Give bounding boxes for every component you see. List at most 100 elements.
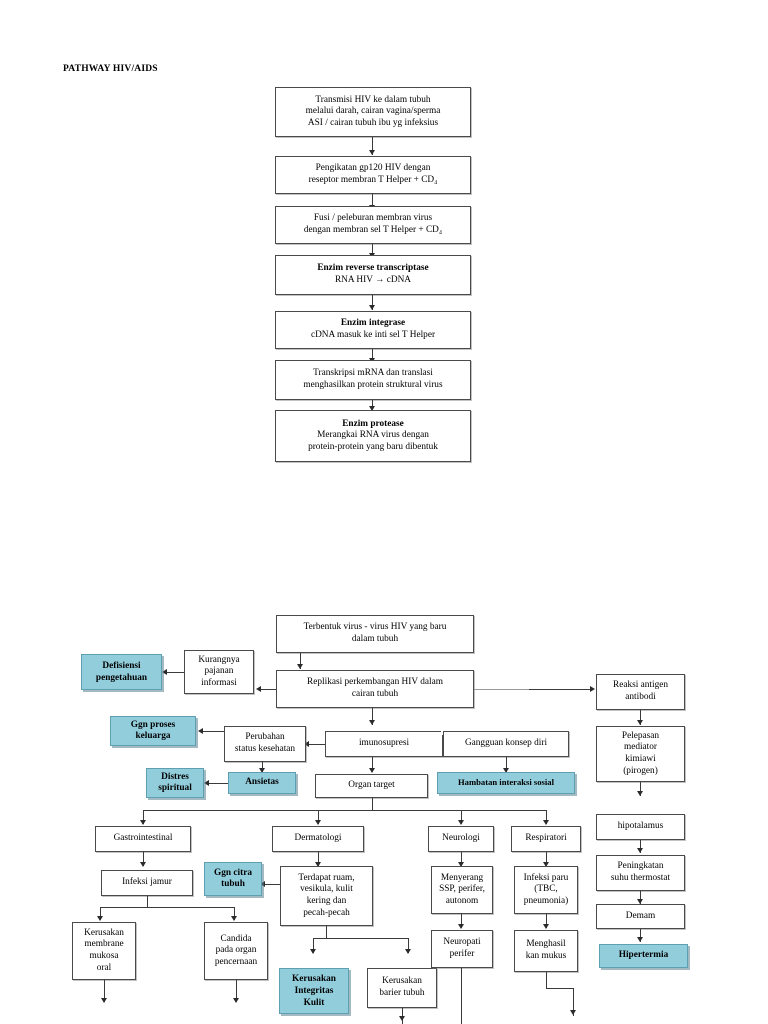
arrowhead xyxy=(369,150,375,155)
node-line: Infeksi paru xyxy=(523,872,569,883)
connector xyxy=(208,783,228,784)
node-line: cDNA masuk ke inti sel T Helper xyxy=(310,330,436,340)
arrowhead xyxy=(458,820,464,825)
node-line: Defisiensi xyxy=(102,661,141,671)
node-line: Ggn citra xyxy=(214,867,252,878)
arrowhead xyxy=(97,916,103,921)
node-line: Distres xyxy=(161,771,189,782)
node-pelepasan-mediator: Pelepasan mediator kimiawi (pirogen) xyxy=(596,726,685,782)
arrowhead xyxy=(140,862,146,867)
connector xyxy=(318,810,319,824)
node-line: Hambatan interaksi sosial xyxy=(458,777,554,788)
node-line: Fusi / peleburan membran virus xyxy=(313,213,433,224)
node-reverse-transcriptase: Enzim reverse transcriptase RNA HIV → cD… xyxy=(275,255,471,295)
node-line: dalam tubuh xyxy=(351,634,399,644)
node-line: oral xyxy=(96,962,112,973)
node-line: Dermatologi xyxy=(294,833,342,844)
arrowhead xyxy=(315,820,321,825)
node-ggn-citra-tubuh: Ggn citra tubuh xyxy=(204,862,262,896)
connector-open xyxy=(573,988,574,1016)
node-line: hipotalamus xyxy=(617,821,664,832)
connector xyxy=(260,689,276,690)
node-line: kering dan xyxy=(306,896,347,906)
node-line: Demam xyxy=(625,910,656,921)
node-line: melalui darah, cairan vagina/sperma xyxy=(305,106,441,117)
node-fusi: Fusi / peleburan membran virus dengan me… xyxy=(275,206,471,244)
node-neuropati-perifer: Neuropati perifer xyxy=(431,930,493,968)
node-line: autonom xyxy=(445,895,479,906)
connector xyxy=(166,672,184,673)
node-line: Kerusakan xyxy=(84,927,124,938)
arrowhead xyxy=(256,686,261,692)
connector xyxy=(372,194,373,210)
arrowhead xyxy=(637,899,643,904)
node-line: Gangguan konsep diri xyxy=(464,738,548,749)
connector xyxy=(264,884,280,885)
connector xyxy=(461,852,462,866)
connector-open xyxy=(461,968,462,1024)
node-line: Pengikatan gp120 HIV dengan xyxy=(315,163,431,174)
node-kerusakan-integritas-kulit: Kerusakan Integritas Kulit xyxy=(279,968,349,1014)
node-protease: Enzim protease Merangkai RNA virus denga… xyxy=(275,410,471,462)
connector xyxy=(234,907,235,920)
node-ggn-proses-keluarga: Ggn proses keluarga xyxy=(110,716,196,746)
connector xyxy=(474,689,529,690)
node-hipertermia: Hipertermia xyxy=(599,944,688,968)
node-kerusakan-membrane-mukosa-oral: Kerusakan membrane mukosa oral xyxy=(72,922,136,980)
node-line: Integritas xyxy=(294,986,334,996)
node-line: Menghasil xyxy=(526,939,566,950)
node-heading: Enzim protease xyxy=(342,418,404,429)
connector xyxy=(640,710,641,725)
node-line: Organ target xyxy=(348,780,395,791)
node-line: pengetahuan xyxy=(95,673,148,683)
arrowhead xyxy=(297,664,303,669)
connector xyxy=(313,938,314,953)
arrowhead xyxy=(260,881,265,887)
node-imunosupresi: imunosupresi xyxy=(325,731,443,757)
node-line: protein-protein yang baru dibentuk xyxy=(308,441,438,452)
arrowhead xyxy=(543,862,549,867)
node-line: antibodi xyxy=(625,692,656,702)
arrowhead xyxy=(162,669,167,675)
arrowhead xyxy=(231,916,237,921)
arrowhead xyxy=(503,768,509,773)
node-pengikatan: Pengikatan gp120 HIV dengan reseptor mem… xyxy=(275,156,471,194)
node-heading: Enzim reverse transcriptase xyxy=(317,263,429,274)
arrowhead xyxy=(369,720,375,725)
node-gangguan-konsep-diri: Gangguan konsep diri xyxy=(443,731,569,757)
arrowhead xyxy=(543,924,549,929)
connector xyxy=(372,757,373,772)
node-respiratori: Respiratori xyxy=(511,826,581,852)
node-line: Menyerang xyxy=(440,872,484,883)
node-line: Terbentuk virus - virus HIV yang baru xyxy=(303,622,447,633)
connector xyxy=(461,914,462,928)
connector-open xyxy=(236,980,237,1002)
node-terbentuk-virus: Terbentuk virus - virus HIV yang baru da… xyxy=(276,615,474,653)
node-line: SSP, perifer, xyxy=(439,884,485,895)
node-line: barier tubuh xyxy=(379,988,425,998)
node-line: pada organ xyxy=(215,945,257,956)
connector xyxy=(640,891,641,904)
connector xyxy=(300,653,301,669)
arrowhead xyxy=(315,862,321,867)
node-gastrointestinal: Gastrointestinal xyxy=(95,826,191,852)
connector xyxy=(308,744,325,745)
node-integrase: Enzim integrase cDNA masuk ke inti sel T… xyxy=(275,311,471,349)
node-line: Ggn proses xyxy=(130,719,176,730)
node-hipotalamus: hipotalamus xyxy=(596,814,685,840)
connector xyxy=(640,782,641,796)
node-line: tubuh xyxy=(221,879,245,889)
node-line: Perubahan xyxy=(245,732,285,743)
node-line: reseptor membran T Helper + CD₄ xyxy=(308,175,438,185)
connector xyxy=(147,896,148,907)
node-line: mediator xyxy=(623,742,658,753)
node-line: Peningkatan xyxy=(617,861,664,872)
arrowhead xyxy=(259,768,265,773)
node-line: pecah-pecah xyxy=(303,907,350,918)
arrowhead xyxy=(405,949,411,954)
node-line: kan mukus xyxy=(525,951,567,961)
node-line: Reaksi antigen xyxy=(613,680,668,691)
node-line: Transkripsi mRNA dan translasi xyxy=(313,368,433,379)
connector xyxy=(100,907,101,920)
arrowhead xyxy=(204,780,209,786)
